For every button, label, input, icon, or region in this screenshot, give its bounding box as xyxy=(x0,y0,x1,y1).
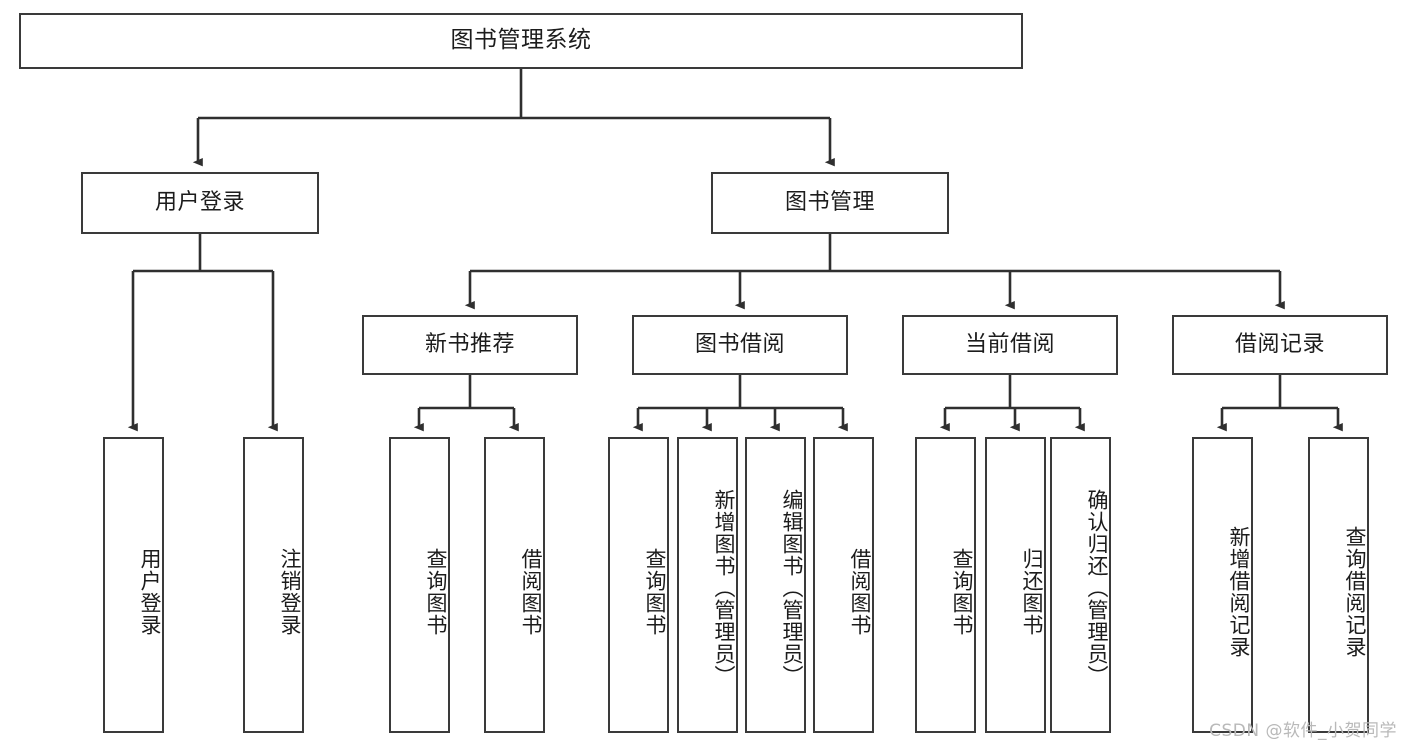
leaf-query-book-recommend[interactable]: 查询图书 xyxy=(389,437,450,733)
leaf-query-book-borrow[interactable]: 查询图书 xyxy=(608,437,669,733)
leaf-return-book[interactable]: 归还图书 xyxy=(985,437,1046,733)
leaf-borrow-book-recommend-label: 借阅图书 xyxy=(519,548,543,636)
node-borrow-record[interactable]: 借阅记录 xyxy=(1172,315,1388,375)
node-book-management-label: 图书管理 xyxy=(784,189,875,215)
node-root-system[interactable]: 图书管理系统 xyxy=(19,13,1023,69)
node-book-borrow[interactable]: 图书借阅 xyxy=(632,315,848,375)
node-root-label: 图书管理系统 xyxy=(450,27,592,54)
node-new-book-recommend[interactable]: 新书推荐 xyxy=(362,315,578,375)
watermark: CSDN @软件_小贺同学 xyxy=(1209,721,1397,741)
leaf-logout-label: 注销登录 xyxy=(278,548,302,636)
leaf-confirm-return-admin[interactable]: 确认归还（管理员） xyxy=(1050,437,1111,733)
leaf-query-book-borrow-label: 查询图书 xyxy=(643,548,667,636)
leaf-add-book-admin[interactable]: 新增图书（管理员） xyxy=(677,437,738,733)
node-book-management[interactable]: 图书管理 xyxy=(711,172,949,234)
leaf-borrow-book-recommend[interactable]: 借阅图书 xyxy=(484,437,545,733)
leaf-query-book-current[interactable]: 查询图书 xyxy=(915,437,976,733)
node-current-borrow-label: 当前借阅 xyxy=(964,331,1055,357)
node-new-book-recommend-label: 新书推荐 xyxy=(424,331,515,357)
node-current-borrow[interactable]: 当前借阅 xyxy=(902,315,1118,375)
leaf-add-borrow-record-label: 新增借阅记录 xyxy=(1227,526,1251,658)
leaf-user-login-label: 用户登录 xyxy=(138,548,162,636)
leaf-query-book-recommend-label: 查询图书 xyxy=(424,548,448,636)
leaf-query-book-current-label: 查询图书 xyxy=(950,548,974,636)
leaf-borrow-book-borrow-label: 借阅图书 xyxy=(848,548,872,636)
leaf-return-book-label: 归还图书 xyxy=(1020,548,1044,636)
leaf-query-borrow-record-label: 查询借阅记录 xyxy=(1343,526,1367,658)
leaf-add-borrow-record[interactable]: 新增借阅记录 xyxy=(1192,437,1253,733)
leaf-edit-book-admin-label: 编辑图书（管理员） xyxy=(780,489,804,687)
node-user-login[interactable]: 用户登录 xyxy=(81,172,319,234)
leaf-user-login[interactable]: 用户登录 xyxy=(103,437,164,733)
leaf-query-borrow-record[interactable]: 查询借阅记录 xyxy=(1308,437,1369,733)
node-borrow-record-label: 借阅记录 xyxy=(1234,331,1325,357)
leaf-borrow-book-borrow[interactable]: 借阅图书 xyxy=(813,437,874,733)
node-user-login-label: 用户登录 xyxy=(154,189,245,215)
leaf-edit-book-admin[interactable]: 编辑图书（管理员） xyxy=(745,437,806,733)
leaf-logout[interactable]: 注销登录 xyxy=(243,437,304,733)
node-book-borrow-label: 图书借阅 xyxy=(694,331,785,357)
leaf-add-book-admin-label: 新增图书（管理员） xyxy=(712,489,736,687)
leaf-confirm-return-admin-label: 确认归还（管理员） xyxy=(1085,489,1109,687)
